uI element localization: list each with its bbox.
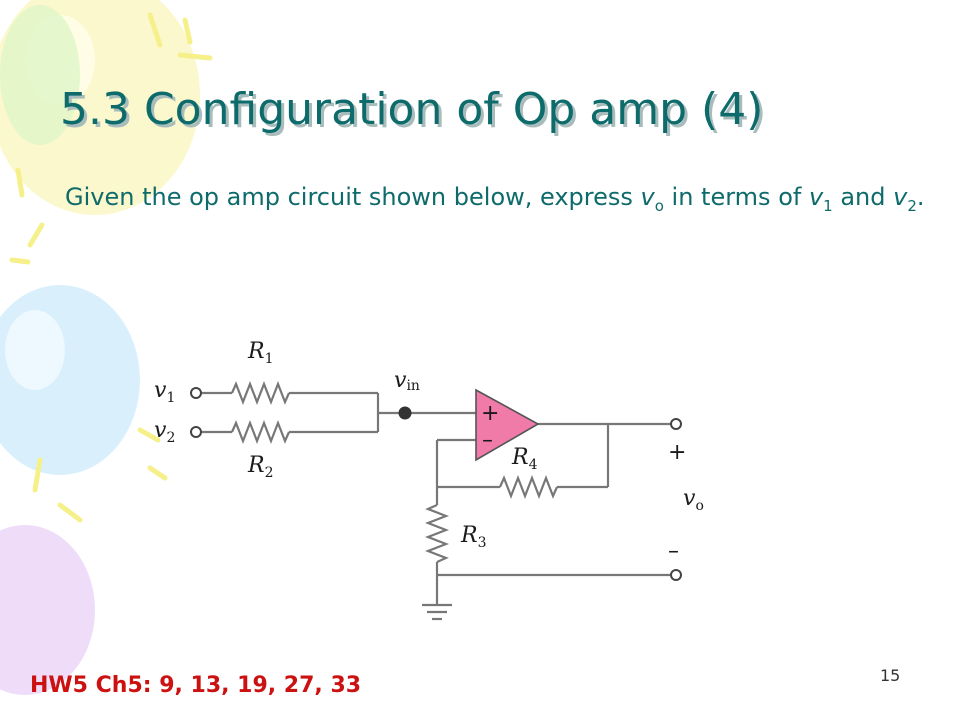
- resistor-r3: [424, 503, 450, 564]
- opamp-triangle: [475, 388, 540, 462]
- v1-sub: 1: [823, 196, 833, 215]
- label-vin-sub: in: [406, 378, 420, 394]
- label-v1: v1: [154, 378, 175, 406]
- label-r4-sub: 4: [529, 457, 538, 473]
- problem-statement: Given the op amp circuit shown below, ex…: [65, 180, 949, 223]
- problem-text-2: in terms of: [663, 183, 809, 211]
- terminal-v2: [190, 426, 202, 438]
- label-r3: R3: [460, 523, 487, 551]
- label-r3-sub: 3: [478, 535, 487, 551]
- vo-var: v: [640, 183, 655, 211]
- label-v2-sub: 2: [166, 430, 175, 446]
- confetti-strokes: [9, 12, 213, 523]
- label-r2-sub: 2: [265, 465, 274, 481]
- label-v2-var: v: [154, 418, 167, 443]
- opamp-plus-sign: +: [481, 401, 499, 426]
- terminal-v1: [190, 387, 202, 399]
- v2-var: v: [893, 183, 908, 211]
- label-v2: v2: [154, 418, 175, 446]
- wires: [201, 380, 670, 605]
- label-vin-var: v: [394, 368, 407, 393]
- label-r1-sub: 1: [265, 351, 274, 367]
- label-r3-letter: R: [460, 523, 478, 548]
- label-r4-letter: R: [511, 445, 529, 470]
- homework-note: HW5 Ch5: 9, 13, 19, 27, 33: [30, 673, 362, 698]
- vo-sub: o: [654, 196, 664, 215]
- label-vo-plus: +: [668, 440, 686, 465]
- resistor-r2: [230, 419, 291, 445]
- balloon-green: [0, 5, 80, 145]
- terminal-vo-plus: [670, 418, 682, 430]
- slide-number: 15: [880, 666, 901, 685]
- terminal-vo-minus: [670, 569, 682, 581]
- problem-text-4: .: [916, 183, 925, 211]
- terminals: [190, 387, 682, 581]
- label-r4: R4: [511, 445, 538, 473]
- label-vo-minus: –: [668, 539, 679, 564]
- resistor-r4: [498, 474, 559, 500]
- node-vin: [398, 406, 412, 420]
- label-v1-var: v: [154, 378, 167, 403]
- v1-var: v: [808, 183, 824, 211]
- problem-text-3: and: [832, 183, 894, 211]
- label-vo-sub: o: [695, 498, 703, 514]
- slide-title: 5.3 Configuration of Op amp (4): [60, 84, 764, 135]
- ground-icon: [422, 603, 452, 621]
- problem-text-1: Given the op amp circuit shown below, ex…: [65, 183, 641, 211]
- label-r1-letter: R: [247, 339, 265, 364]
- label-vo-var: v: [683, 486, 696, 511]
- balloon-blue: [0, 285, 140, 475]
- balloon-purple: [0, 525, 95, 695]
- label-r1: R1: [247, 339, 274, 367]
- v2-sub: 2: [907, 196, 917, 215]
- label-vo: vo: [683, 486, 704, 514]
- label-vin: vin: [394, 368, 420, 394]
- resistor-r1: [230, 380, 291, 406]
- label-r2: R2: [247, 453, 274, 481]
- opamp-minus-sign: –: [482, 428, 493, 453]
- label-v1-sub: 1: [166, 390, 175, 406]
- label-r2-letter: R: [247, 453, 265, 478]
